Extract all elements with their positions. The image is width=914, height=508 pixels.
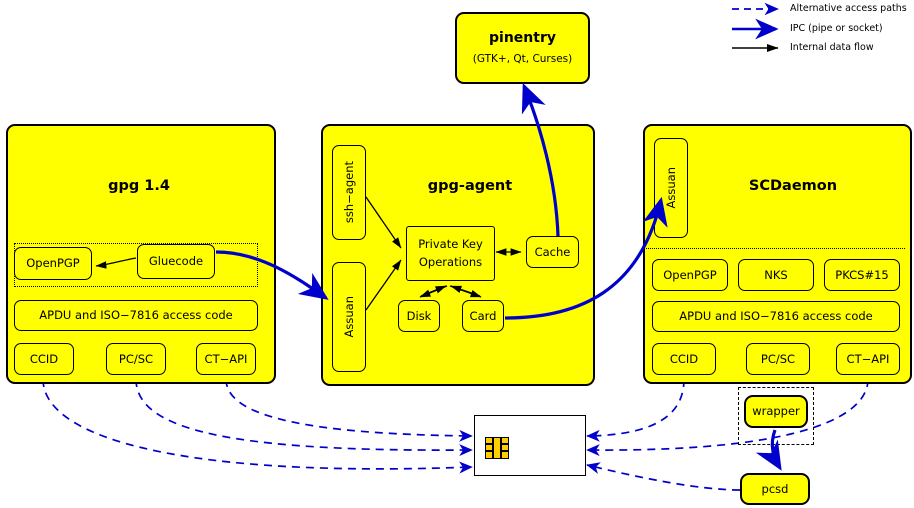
private-key-ops-line2: Operations [418,254,483,269]
alt-path-scd-ccid-to-card [586,378,685,442]
gpgagent-assuan-label: Assuan [341,296,356,338]
gpgagent-private-key-ops-box[interactable]: Private Key Operations [406,226,495,281]
alt-path-gpg-pcsc-to-card [135,378,473,457]
scdaemon-app-openpgp-label: OpenPGP [663,267,717,282]
scdaemon-driver-ccid-label: CCID [669,351,699,366]
gpgagent-cache-box[interactable]: Cache [526,236,579,268]
alt-path-scd-ctapi-to-card [586,378,869,457]
gpg-openpgp-label: OpenPGP [26,256,80,271]
gpg-openpgp-box[interactable]: OpenPGP [14,247,92,280]
gpgagent-disk-label: Disk [406,308,432,323]
gpgagent-assuan-box[interactable]: Assuan [332,262,366,372]
gpg-apdu-box[interactable]: APDU and ISO−7816 access code [14,300,258,331]
legend-label-flow: Internal data flow [790,42,874,53]
scdaemon-driver-pcsc-label: PC/SC [760,351,796,366]
gpg-driver-pcsc[interactable]: PC/SC [106,343,166,375]
gpg-apdu-label: APDU and ISO−7816 access code [39,308,233,323]
scdaemon-apdu-label: APDU and ISO−7816 access code [679,309,873,324]
pcsd-label: pcsd [761,481,789,496]
scdaemon-app-nks-label: NKS [764,267,788,282]
panel-scdaemon-title: SCDaemon [748,178,838,194]
pinentry-box[interactable]: pinentry (GTK+, Qt, Curses) [455,12,590,84]
pinentry-subtitle: (GTK+, Qt, Curses) [472,53,573,66]
gpgagent-ssh-agent-box[interactable]: ssh−agent [332,145,366,240]
scdaemon-app-pkcs15[interactable]: PKCS#15 [824,259,900,291]
scdaemon-assuan-label: Assuan [663,167,678,209]
pcsd-box[interactable]: pcsd [740,473,810,505]
gpg-gluecode-label: Gluecode [148,254,204,269]
scdaemon-driver-ccid[interactable]: CCID [652,343,716,375]
gpgagent-ssh-agent-label: ssh−agent [341,161,356,224]
smartcard-chip-icon [485,437,509,459]
scdaemon-app-nks[interactable]: NKS [738,259,814,291]
scdaemon-divider [646,248,905,249]
alt-path-gpg-ctapi-to-card [225,378,473,442]
gpg-gluecode-box[interactable]: Gluecode [137,244,215,279]
scdaemon-app-openpgp[interactable]: OpenPGP [652,259,728,291]
wrapper-label: wrapper [752,404,800,419]
gpg-driver-ctapi[interactable]: CT−API [196,343,256,375]
scdaemon-app-pkcs15-label: PKCS#15 [835,267,889,282]
gpgagent-cache-label: Cache [534,244,571,259]
gpg-driver-pcsc-label: PC/SC [118,351,154,366]
legend-label-ipc: IPC (pipe or socket) [790,23,883,34]
scdaemon-driver-ctapi[interactable]: CT−API [836,343,900,375]
alt-path-pcsd-to-card [586,462,741,491]
panel-gpg-agent-title: gpg-agent [427,178,513,194]
gpgagent-card-label: Card [469,308,497,323]
smartcard[interactable] [474,415,586,476]
gpgagent-card-box[interactable]: Card [462,300,504,332]
scdaemon-apdu-box[interactable]: APDU and ISO−7816 access code [652,301,900,332]
gpgagent-disk-box[interactable]: Disk [398,300,440,332]
scdaemon-driver-ctapi-label: CT−API [846,351,890,366]
gpg-driver-ccid[interactable]: CCID [14,343,74,375]
wrapper-box[interactable]: wrapper [744,395,808,428]
gpg-driver-ccid-label: CCID [29,351,59,366]
alt-path-gpg-ccid-to-card [42,378,473,474]
scdaemon-driver-pcsc[interactable]: PC/SC [746,343,810,375]
legend-label-alt: Alternative access paths [790,3,907,14]
scdaemon-assuan-box[interactable]: Assuan [654,138,688,238]
panel-gpg14-title: gpg 1.4 [108,178,170,194]
pinentry-title: pinentry [489,29,556,46]
legend [732,2,779,53]
gpg-driver-ctapi-label: CT−API [204,351,248,366]
private-key-ops-line1: Private Key [418,236,483,251]
